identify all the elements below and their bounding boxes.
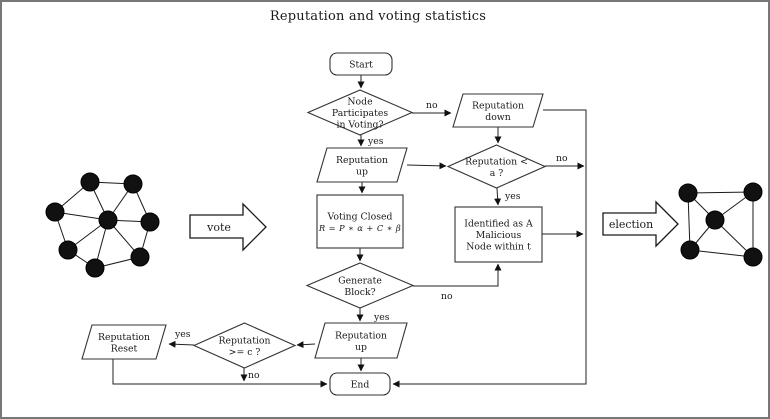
network-edge [687, 192, 691, 251]
reputation-reset-node [81, 324, 167, 360]
edge-generate-block-no-to-identified [413, 263, 502, 287]
edge-reputation-down-right-rail-to-end [392, 109, 587, 388]
start-node [329, 52, 393, 76]
network-node [85, 258, 105, 278]
network-node [98, 210, 118, 230]
edge-reputation-up-2-to-reputation-ge-c [296, 341, 316, 349]
reputation-lt-a-decision [446, 144, 547, 189]
vote-arrow-label: vote [206, 221, 231, 234]
reputation-up-node-2 [314, 322, 408, 359]
network-node [80, 172, 100, 192]
network-node [140, 212, 160, 232]
edge-reputation-lt-a-yes-to-identified [494, 187, 502, 206]
network-edge [689, 249, 754, 258]
reputation-lt-a-decision-label: Reputation <a ? [465, 156, 528, 179]
pre-vote-network [45, 172, 160, 278]
node-participates-decision [306, 89, 414, 136]
edge-label-reputation-ge-c-yes-to-reputation-reset: yes [174, 329, 191, 340]
generate-block-decision [305, 262, 415, 309]
election-arrow-label: election [609, 218, 653, 231]
voting-closed-node [316, 194, 404, 249]
edge-label-participates-no-to-reputation-down: no [426, 100, 438, 111]
edge-reputation-reset-to-end [112, 359, 328, 388]
edge-label-generate-block-no-to-identified: no [441, 291, 453, 302]
post-election-network [678, 182, 763, 267]
network-node [45, 202, 65, 222]
edge-reputation-ge-c-yes-to-reputation-reset [168, 340, 195, 348]
network-node [58, 240, 78, 260]
start-node-label: Start [349, 60, 373, 71]
network-node [680, 240, 700, 260]
reputation-ge-c-decision [192, 322, 297, 369]
identified-malicious-node [454, 206, 543, 263]
network-node [743, 182, 763, 202]
network-node [130, 247, 150, 267]
network-edge [687, 191, 754, 194]
edge-reputation-up-to-reputation-lt-a [406, 162, 447, 170]
reputation-ge-c-decision-label: Reputation>= c ? [218, 335, 270, 358]
end-node-label: End [351, 380, 370, 391]
edge-label-participates-yes-to-reputation-up: yes [367, 136, 384, 147]
edge-label-reputation-lt-a-no-to-right-rail: no [556, 153, 568, 164]
network-node [678, 183, 698, 203]
reputation-down-node [452, 93, 544, 128]
diagram-title: Reputation and voting statistics [269, 9, 487, 24]
election-arrow [602, 200, 679, 248]
network-node [123, 174, 143, 194]
network-node [743, 247, 763, 267]
network-node [705, 210, 725, 230]
edge-label-reputation-ge-c-no-to-bottom-rail: no [248, 370, 260, 381]
edge-label-generate-block-yes-to-reputation-up-2: yes [373, 312, 390, 323]
reputation-up-node-1 [316, 147, 408, 183]
edge-label-reputation-lt-a-yes-to-identified: yes [504, 191, 521, 202]
vote-arrow [189, 202, 267, 252]
end-node [329, 372, 391, 396]
